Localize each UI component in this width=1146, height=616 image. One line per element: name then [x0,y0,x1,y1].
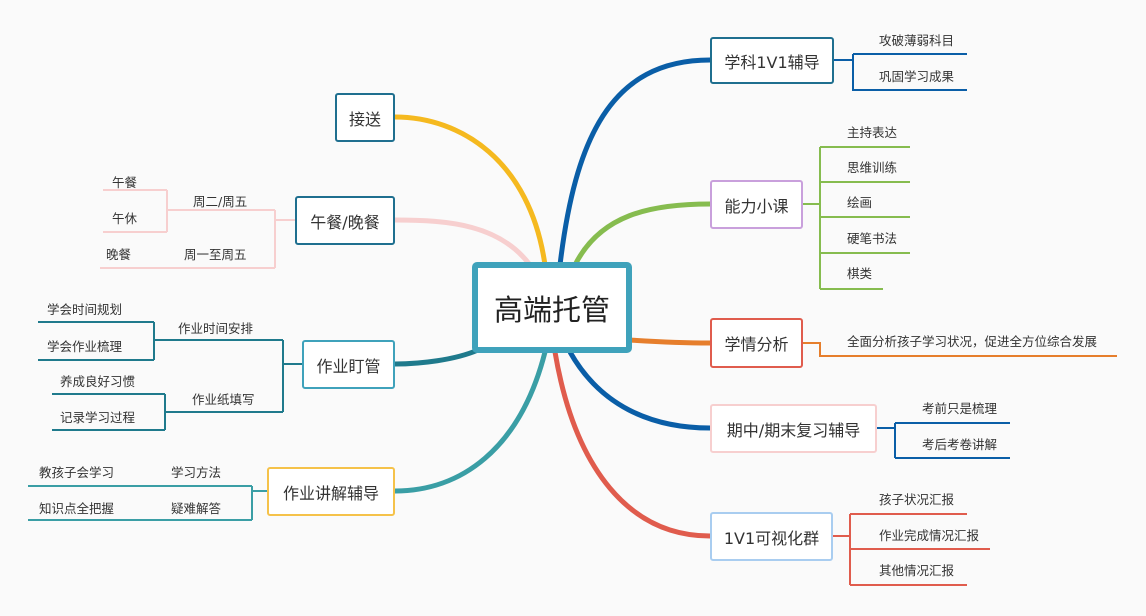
leaf-wucan-2[interactable]: 午休 [112,211,138,226]
link-vis [552,351,711,539]
leaf-wucan-1[interactable]: 午餐 [112,175,138,190]
leaf-dingguan-3[interactable]: 养成良好习惯 [60,374,136,389]
group-jiangjie-1[interactable]: 学习方法 [171,465,222,480]
leaf-dingguan-4[interactable]: 记录学习过程 [60,410,136,425]
leaf-nengli-2[interactable]: 思维训练 [847,160,898,175]
leaf-jiangjie-2[interactable]: 知识点全把握 [39,501,115,516]
jiangjie-brackets [28,485,267,521]
xueqing-brackets [803,342,1117,357]
link-qimo [567,350,711,431]
leaf-vis-3[interactable]: 其他情况汇报 [879,563,955,578]
leaf-qimo-1[interactable]: 考前只是梳理 [922,401,998,416]
leaf-wucan-3[interactable]: 晚餐 [106,247,132,262]
leaf-nengli-1[interactable]: 主持表达 [847,125,898,140]
node-wucan[interactable]: 午餐/晚餐 [295,196,395,245]
leaf-dingguan-2[interactable]: 学会作业梳理 [47,339,123,354]
leaf-nengli-4[interactable]: 硬笔书法 [847,231,898,246]
node-jiangjie[interactable]: 作业讲解辅导 [267,467,395,516]
link-wucan [394,217,532,267]
node-qimo[interactable]: 期中/期末复习辅导 [710,404,877,453]
group-dingguan-2[interactable]: 作业纸填写 [192,392,255,407]
link-xueke [557,57,711,266]
leaf-qimo-2[interactable]: 考后考卷讲解 [922,437,998,452]
group-wucan-2[interactable]: 周一至周五 [184,247,247,262]
root-node[interactable]: 高端托管 [472,262,632,353]
node-xueke[interactable]: 学科1V1辅导 [710,37,834,84]
node-xueqing[interactable]: 学情分析 [710,318,803,368]
link-jiangjie [394,351,548,494]
leaf-xueke-2[interactable]: 巩固学习成果 [879,69,955,84]
link-nengli [572,201,711,267]
leaf-dingguan-1[interactable]: 学会时间规划 [47,302,123,317]
leaf-xueke-1[interactable]: 攻破薄弱科目 [879,33,955,48]
leaf-xueqing-1[interactable]: 全面分析孩子学习状况，促进全方位综合发展 [847,334,1098,349]
wucan-brackets [100,189,295,269]
xueke-brackets [833,53,967,91]
node-jiesong[interactable]: 接送 [335,93,395,142]
leaf-vis-2[interactable]: 作业完成情况汇报 [879,528,980,543]
link-jiesong [394,114,548,266]
qimo-brackets [877,422,1010,459]
group-dingguan-1[interactable]: 作业时间安排 [178,321,254,336]
leaf-jiangjie-1[interactable]: 教孩子会学习 [39,465,115,480]
vis-brackets [833,513,990,586]
group-jiangjie-2[interactable]: 疑难解答 [171,501,222,516]
node-dingguan[interactable]: 作业盯管 [302,340,395,389]
node-nengli[interactable]: 能力小课 [710,180,803,229]
node-vis[interactable]: 1V1可视化群 [710,512,833,561]
leaf-nengli-3[interactable]: 绘画 [847,195,873,210]
leaf-nengli-5[interactable]: 棋类 [847,266,873,281]
nengli-brackets [803,146,910,290]
dingguan-brackets [38,321,302,431]
leaf-vis-1[interactable]: 孩子状况汇报 [879,492,955,507]
group-wucan-1[interactable]: 周二/周五 [193,194,248,209]
link-xueqing [629,337,711,346]
link-dingguan [394,347,479,367]
